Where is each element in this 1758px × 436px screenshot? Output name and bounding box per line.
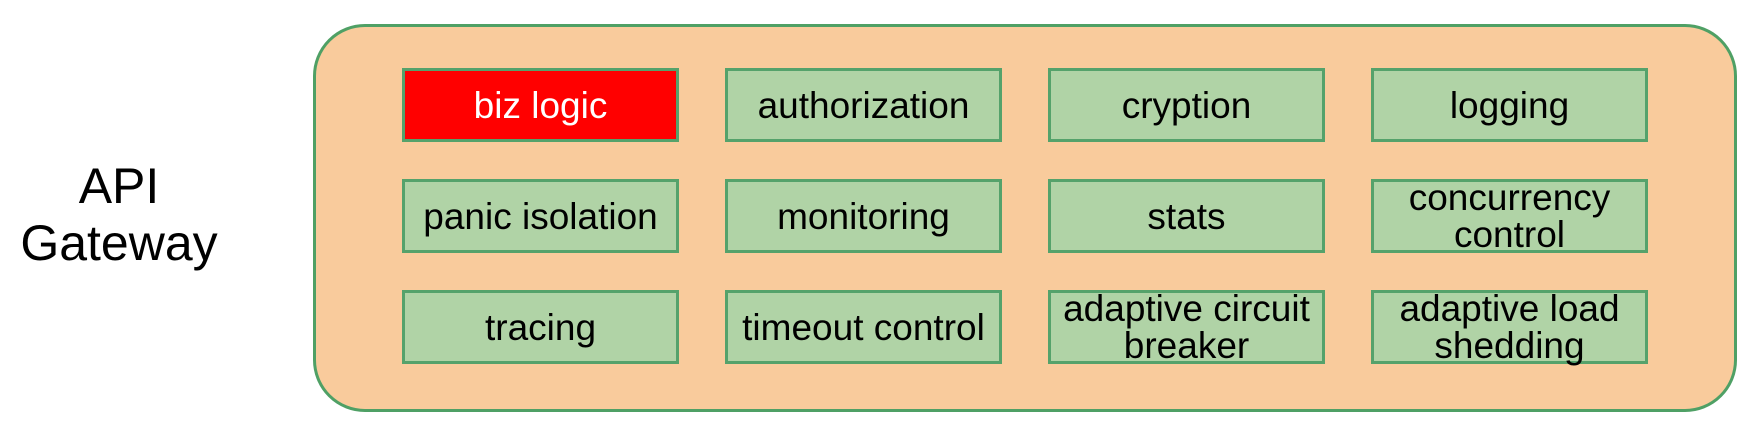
api-gateway-container: biz logic authorization cryption logging…: [313, 24, 1737, 412]
cell-adaptive-load-shedding: adaptive load shedding: [1371, 290, 1648, 364]
cell-monitoring: monitoring: [725, 179, 1002, 253]
api-gateway-label: API Gateway: [20, 158, 218, 271]
cell-logging: logging: [1371, 68, 1648, 142]
gateway-grid: biz logic authorization cryption logging…: [402, 68, 1648, 364]
cell-biz-logic: biz logic: [402, 68, 679, 142]
cell-stats: stats: [1048, 179, 1325, 253]
cell-authorization: authorization: [725, 68, 1002, 142]
cell-concurrency-control: concurrency control: [1371, 179, 1648, 253]
cell-panic-isolation: panic isolation: [402, 179, 679, 253]
cell-adaptive-circuit-breaker: adaptive circuit breaker: [1048, 290, 1325, 364]
cell-cryption: cryption: [1048, 68, 1325, 142]
cell-tracing: tracing: [402, 290, 679, 364]
cell-timeout-control: timeout control: [725, 290, 1002, 364]
